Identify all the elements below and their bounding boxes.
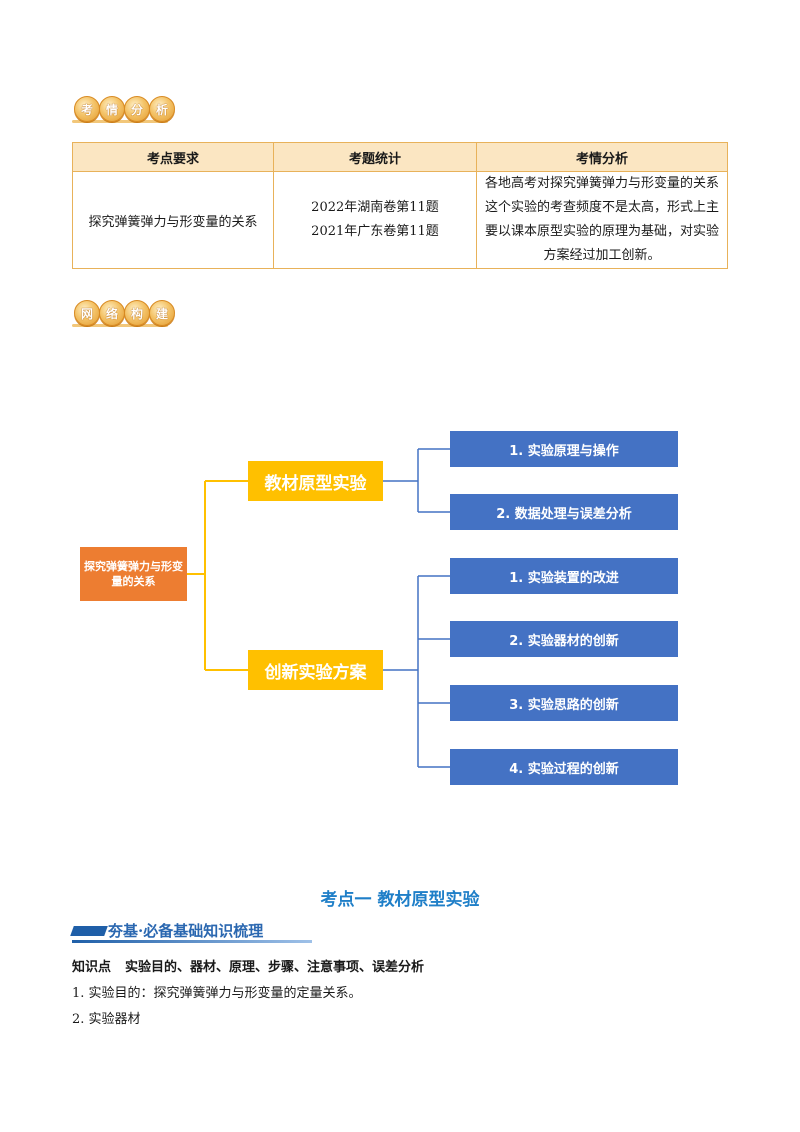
banner-underline <box>72 940 312 943</box>
badge-exam-analysis: 考 情 分 析 <box>74 96 175 122</box>
mindmap-branch-node: 教材原型实验 <box>248 461 383 501</box>
badge-char: 建 <box>149 300 175 326</box>
table-header-row: 考点要求 考题统计 考情分析 <box>72 142 728 172</box>
knowledge-line: 1. 实验目的：探究弹簧弹力与形变量的定量关系。 <box>72 986 362 1001</box>
mindmap-branch-node: 创新实验方案 <box>248 650 383 690</box>
stats-cell: 2022年湖南卷第11题 2021年广东卷第11题 <box>273 171 477 269</box>
mind-map-connectors <box>187 448 450 768</box>
mindmap-leaf-node: 2. 实验器材的创新 <box>450 621 678 657</box>
badge-char: 析 <box>149 96 175 122</box>
section-title: 考点一 教材原型实验 <box>320 890 480 910</box>
mind-map: 探究弹簧弹力与形变量的关系 教材原型实验 创新实验方案 1. 实验原理与操作 2… <box>0 420 800 800</box>
mindmap-root-node: 探究弹簧弹力与形变量的关系 <box>80 547 187 601</box>
badge-network-build: 网 络 构 建 <box>74 300 175 326</box>
badge-char: 网 <box>74 300 100 326</box>
badge-char: 络 <box>99 300 125 326</box>
table-header: 考情分析 <box>476 142 728 172</box>
knowledge-line: 2. 实验器材 <box>72 1012 141 1027</box>
stats-line: 2021年广东卷第11题 <box>311 224 439 239</box>
table-header: 考题统计 <box>273 142 477 172</box>
mindmap-leaf-node: 2. 数据处理与误差分析 <box>450 494 678 530</box>
badge-underline <box>72 324 168 327</box>
knowledge-heading: 知识点实验目的、器材、原理、步骤、注意事项、误差分析 <box>72 956 424 975</box>
table-header: 考点要求 <box>72 142 274 172</box>
mindmap-leaf-node: 4. 实验过程的创新 <box>450 749 678 785</box>
exam-analysis-table: 考点要求 考题统计 考情分析 探究弹簧弹力与形变量的关系 2022年湖南卷第11… <box>72 142 728 269</box>
stats-line: 2022年湖南卷第11题 <box>311 200 439 215</box>
knowledge-prefix: 知识点 <box>72 960 112 975</box>
requirement-cell: 探究弹簧弹力与形变量的关系 <box>72 171 274 269</box>
badge-underline <box>72 120 168 123</box>
table-row: 探究弹簧弹力与形变量的关系 2022年湖南卷第11题 2021年广东卷第11题 … <box>72 171 728 269</box>
badge-char: 分 <box>124 96 150 122</box>
mindmap-leaf-node: 3. 实验思路的创新 <box>450 685 678 721</box>
banner-bar <box>70 926 108 936</box>
knowledge-heading-text: 实验目的、器材、原理、步骤、注意事项、误差分析 <box>125 960 425 975</box>
badge-char: 考 <box>74 96 100 122</box>
mindmap-leaf-node: 1. 实验装置的改进 <box>450 558 678 594</box>
badge-char: 情 <box>99 96 125 122</box>
mindmap-leaf-node: 1. 实验原理与操作 <box>450 431 678 467</box>
banner-label: 夯基·必备基础知识梳理 <box>108 922 264 940</box>
badge-char: 构 <box>124 300 150 326</box>
analysis-cell: 各地高考对探究弹簧弹力与形变量的关系这个实验的考查频度不是太高，形式上主要以课本… <box>476 171 728 269</box>
section-banner: 夯基·必备基础知识梳理 <box>70 918 312 944</box>
